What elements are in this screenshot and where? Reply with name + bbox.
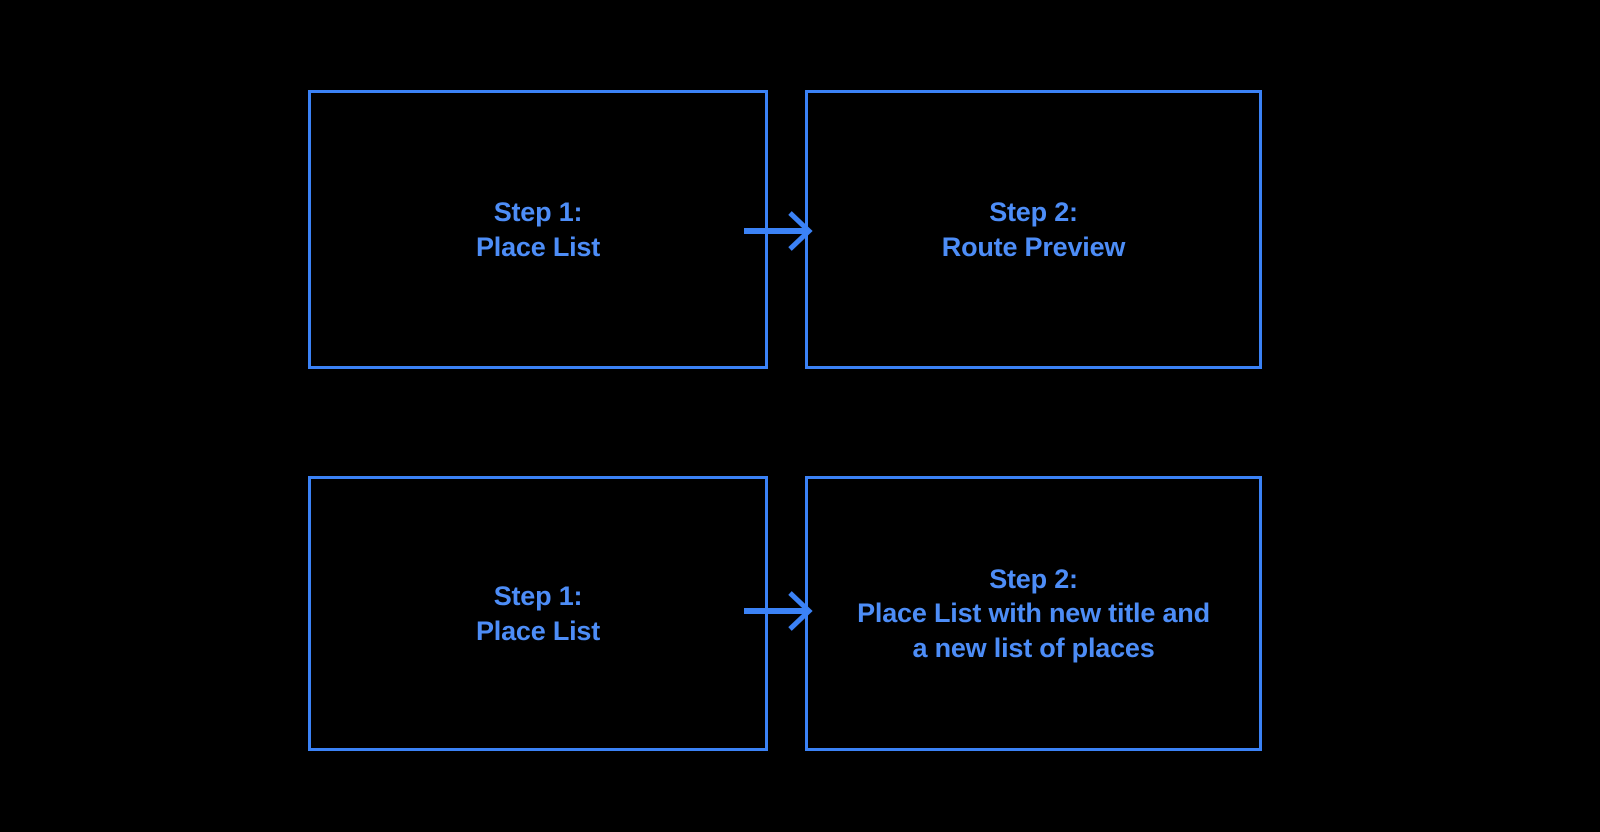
flow-node-label: Step 1: Place List [475,580,601,646]
arrow-right-icon-row1 [744,211,813,251]
flow-node-step1-place-list-row2[interactable]: Step 1: Place List [308,476,768,751]
arrow-right-icon-row2 [744,591,813,631]
flow-node-step2-place-list-updated[interactable]: Step 2: Place List with new title and a … [805,476,1262,751]
flow-node-step2-route-preview[interactable]: Step 2: Route Preview [805,90,1262,369]
arrow-head [788,591,813,631]
arrow-head [788,211,813,251]
flow-node-label: Step 2: Place List with new title and a … [857,563,1210,663]
flow-node-label: Step 2: Route Preview [941,196,1126,262]
flow-node-step1-place-list-row1[interactable]: Step 1: Place List [308,90,768,369]
flow-node-label: Step 1: Place List [475,196,601,262]
